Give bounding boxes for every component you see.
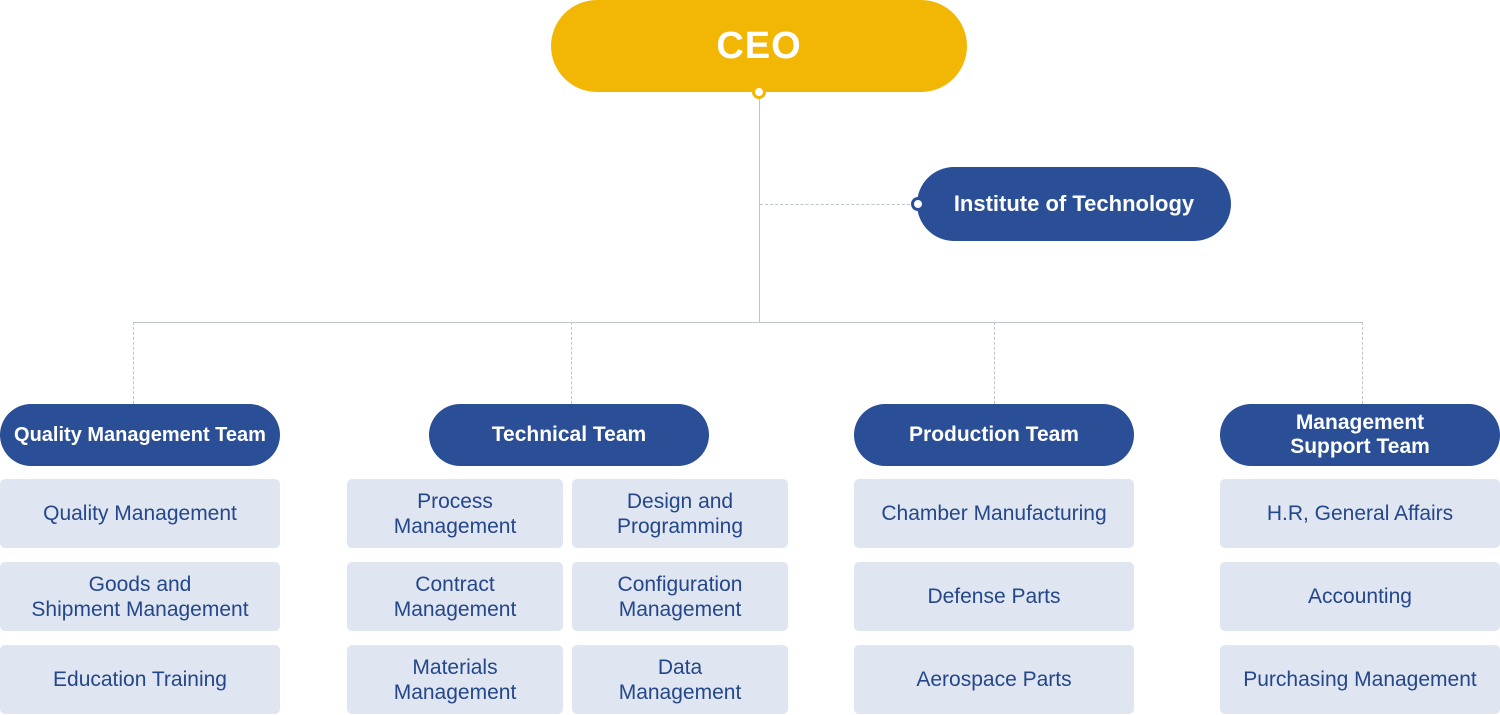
ceo-node: CEO [551,0,967,92]
institute-connector [760,204,920,205]
production-unit: Aerospace Parts [854,645,1134,714]
quality-team-node: Quality Management Team [0,404,280,466]
production-team-label: Production Team [909,423,1079,446]
support-unit: Purchasing Management [1220,645,1500,714]
technical-team-connector [571,322,572,404]
technical-unit: Data Management [572,645,788,714]
support-team-connector [1362,322,1363,404]
quality-unit: Quality Management [0,479,280,548]
technical-unit: Configuration Management [572,562,788,631]
technical-unit: Materials Management [347,645,563,714]
team-bus-line [133,322,1363,323]
production-team-connector [994,322,995,404]
production-team-node: Production Team [854,404,1134,466]
quality-team-connector [133,322,134,404]
quality-unit: Goods and Shipment Management [0,562,280,631]
technical-unit: Design and Programming [572,479,788,548]
technical-unit: Contract Management [347,562,563,631]
support-unit: Accounting [1220,562,1500,631]
technical-team-label: Technical Team [491,423,647,446]
ceo-label: CEO [716,24,802,67]
institute-label: Institute of Technology [953,191,1195,216]
institute-connector-dot [911,197,925,211]
technical-unit: Process Management [347,479,563,548]
ceo-connector-dot [752,85,766,99]
support-unit: H.R, General Affairs [1220,479,1500,548]
quality-team-label: Quality Management Team [14,424,266,446]
ceo-trunk-line [759,92,760,323]
quality-unit: Education Training [0,645,280,714]
production-unit: Defense Parts [854,562,1134,631]
technical-team-node: Technical Team [429,404,709,466]
support-team-node: Management Support Team [1220,404,1500,466]
support-team-label: Management Support Team [1290,411,1430,458]
production-unit: Chamber Manufacturing [854,479,1134,548]
institute-node: Institute of Technology [917,167,1231,241]
